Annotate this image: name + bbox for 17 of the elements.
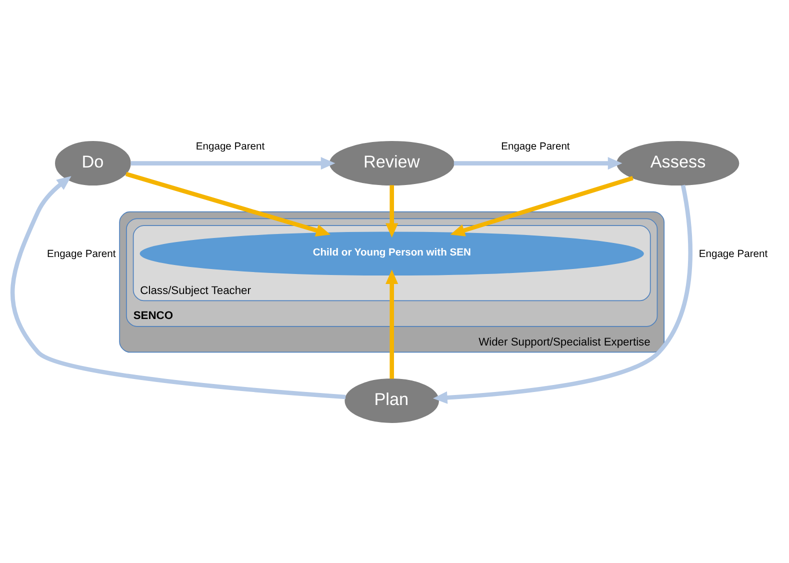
edge-label: Engage Parent	[501, 141, 570, 152]
node-ellipse: Do	[55, 140, 131, 186]
arrow	[130, 156, 336, 170]
arrow	[386, 184, 398, 238]
edge-label: Engage Parent	[196, 141, 265, 152]
arrow	[450, 176, 634, 236]
edge-label: Engage Parent	[698, 248, 768, 260]
node-ellipse: Child or Young Person with SEN	[140, 231, 644, 276]
node-ellipse: Plan	[344, 378, 439, 422]
node-ellipse: Assess	[616, 140, 740, 186]
arrow	[386, 269, 398, 378]
edge-label: Engage Parent	[47, 248, 116, 260]
arrow	[10, 176, 346, 399]
arrow	[125, 171, 330, 236]
arrow	[454, 156, 622, 170]
arrow	[432, 184, 692, 404]
node-ellipse: Review	[329, 140, 454, 186]
